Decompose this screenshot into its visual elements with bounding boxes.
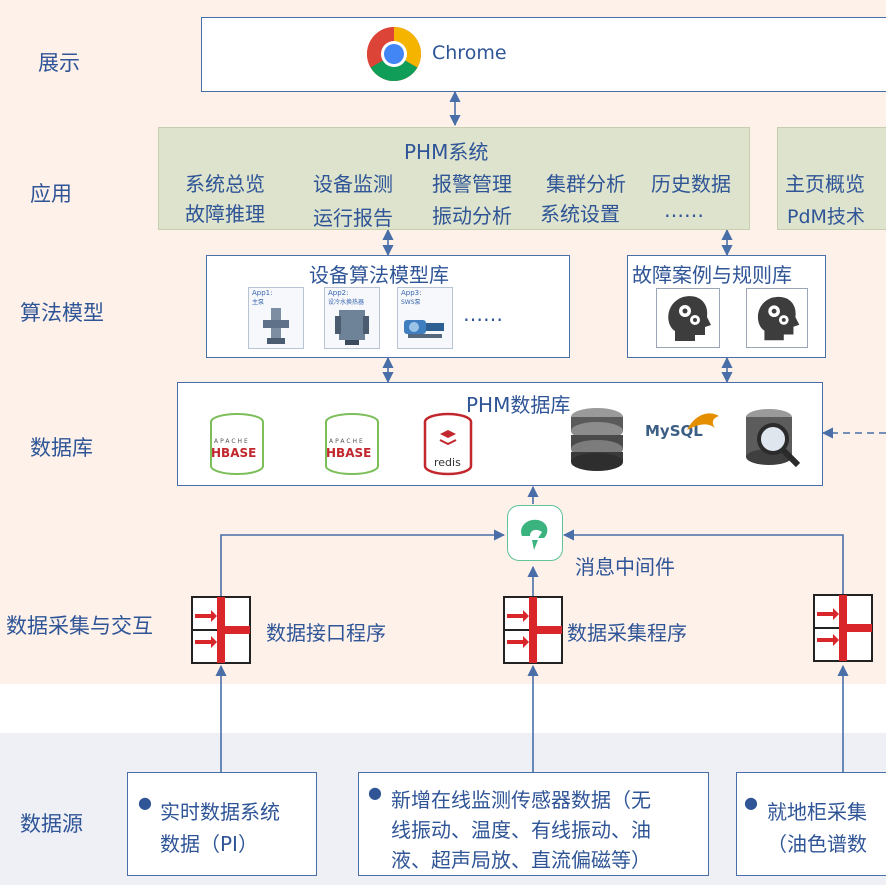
model-library-more: …… [463,302,503,326]
hbase-text: HBASE [211,446,257,460]
brain-gear-icon [656,288,720,348]
app-module: 设备监测 [313,172,393,196]
source-sensors-line2: 线振动、温度、有线振动、油 [391,818,651,842]
data-program-icon [191,596,251,664]
brain-gear-icon [746,288,808,348]
app-card-sub: 设冷水换热器 [328,299,365,306]
data-program-icon [813,594,873,662]
source-cabinet-line1: 就地柜采集 [767,800,867,824]
app-module: 报警管理 [432,172,512,196]
app-module: 主页概览 [785,172,865,196]
hbase-icon: APACHE HBASE [323,412,381,476]
row-label-database: 数据库 [30,436,93,460]
row-label-display: 展示 [38,51,80,75]
side-app-box [777,127,886,230]
database-server-icon [568,405,626,471]
source-pi-line2: 数据（PI） [160,832,258,856]
data-collection-program-label: 数据采集程序 [567,621,687,645]
hbase-apache-text: APACHE [214,438,250,445]
app-card-sub: SWS泵 [401,299,421,306]
mysql-logo: MySQL [625,404,729,458]
app-card-name: App3: [401,289,422,297]
mysql-text: MySQL [645,422,703,440]
data-interface-program-label: 数据接口程序 [266,621,386,645]
database-search-icon [743,405,803,471]
app-card-sub: 主泵 [252,299,265,306]
bullet-icon: ● [744,793,758,812]
row-label-application: 应用 [30,182,72,206]
redis-icon: redis [422,412,474,476]
hbase-apache-text: APACHE [329,438,365,445]
app-card-name: App2: [328,289,349,297]
app-module: 系统设置 [540,202,620,226]
chrome-label: Chrome [432,42,507,64]
row-label-collection: 数据采集与交互 [6,614,153,638]
app-card: App1: 主泵 [248,287,304,349]
app-module: 振动分析 [432,204,512,228]
app-module: 运行报告 [313,206,393,230]
app-module: 系统总览 [185,172,265,196]
app-card-name: App1: [252,289,273,297]
data-program-icon [503,596,563,664]
app-card: App2: 设冷水换热器 [324,287,380,349]
hbase-icon: APACHE HBASE [208,412,266,476]
source-sensors-box [358,772,709,876]
source-pi-line1: 实时数据系统 [160,800,280,824]
message-middleware-icon [507,505,563,561]
phm-database-title: PHM数据库 [466,393,571,417]
row-label-algorithm: 算法模型 [20,301,104,325]
app-card: App3: SWS泵 [397,287,453,349]
app-module: 历史数据 [651,172,731,196]
app-module: 集群分析 [546,172,626,196]
redis-text: redis [434,456,461,469]
source-cabinet-line2: （油色谱数 [767,832,867,856]
sws-pump-icon [404,320,444,338]
source-sensors-line1: 新增在线监测传感器数据（无 [391,788,651,812]
hbase-text: HBASE [326,446,372,460]
bullet-icon: ● [138,793,152,812]
chrome-icon [366,26,422,82]
pump-icon [263,308,289,344]
source-sensors-line3: 液、超声局放、直流偏磁等） [391,848,651,872]
display-box [201,17,886,92]
phm-system-box [158,127,750,230]
source-cabinet-box [736,772,886,876]
phm-system-title: PHM系统 [404,140,489,164]
heat-exchanger-icon [335,310,369,345]
app-module: 故障推理 [185,202,265,226]
message-middleware-label: 消息中间件 [575,555,675,579]
bullet-icon: ● [368,783,382,802]
source-pi-box [127,772,317,876]
fault-library-title: 故障案例与规则库 [632,263,792,287]
app-module: PdM技术 [787,206,865,228]
row-label-source: 数据源 [20,812,83,836]
app-module-more: …… [664,198,704,222]
model-library-title: 设备算法模型库 [309,263,449,287]
dolphin-icon [687,413,719,430]
